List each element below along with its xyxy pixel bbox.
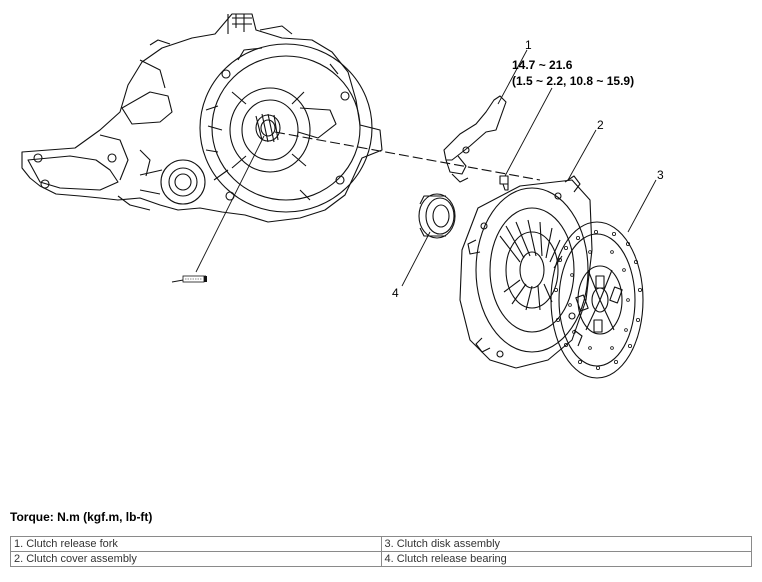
special-tool-symbol	[182, 275, 207, 283]
bolt	[499, 175, 509, 191]
torque-units-title: Torque: N.m (kgf.m, lb-ft)	[10, 510, 153, 524]
clutch-disk-rivets	[554, 229, 643, 370]
legend-item-4: 4. Clutch release bearing	[380, 551, 752, 567]
legend-item-1: 1. Clutch release fork	[10, 536, 382, 552]
torque-spec: 14.7 ~ 21.6 (1.5 ~ 2.2, 10.8 ~ 15.9)	[512, 57, 634, 89]
clutch-cover-assembly	[459, 175, 593, 369]
table-row: 1. Clutch release fork 3. Clutch disk as…	[10, 536, 752, 552]
shaft-axis-line	[274, 131, 541, 181]
callout-3: 3	[657, 168, 664, 182]
torque-spec-nm: 14.7 ~ 21.6	[512, 58, 573, 72]
callout-1: 1	[525, 38, 532, 52]
bell-housing	[199, 43, 373, 213]
leader-lines	[171, 49, 657, 287]
clutch-disk-assembly	[550, 221, 644, 379]
clutch-release-fork	[443, 95, 507, 183]
clutch-exploded-diagram	[21, 13, 657, 379]
callout-2: 2	[597, 118, 604, 132]
transaxle-housing	[21, 13, 383, 223]
table-row: 2. Clutch cover assembly 4. Clutch relea…	[10, 551, 752, 567]
release-bearing	[418, 193, 456, 239]
callout-4: 4	[392, 286, 399, 300]
torque-spec-alt: (1.5 ~ 2.2, 10.8 ~ 15.9)	[512, 74, 635, 88]
legend-item-2: 2. Clutch cover assembly	[10, 551, 382, 567]
legend-item-3: 3. Clutch disk assembly	[380, 536, 752, 552]
parts-legend-table: 1. Clutch release fork 3. Clutch disk as…	[10, 536, 752, 567]
